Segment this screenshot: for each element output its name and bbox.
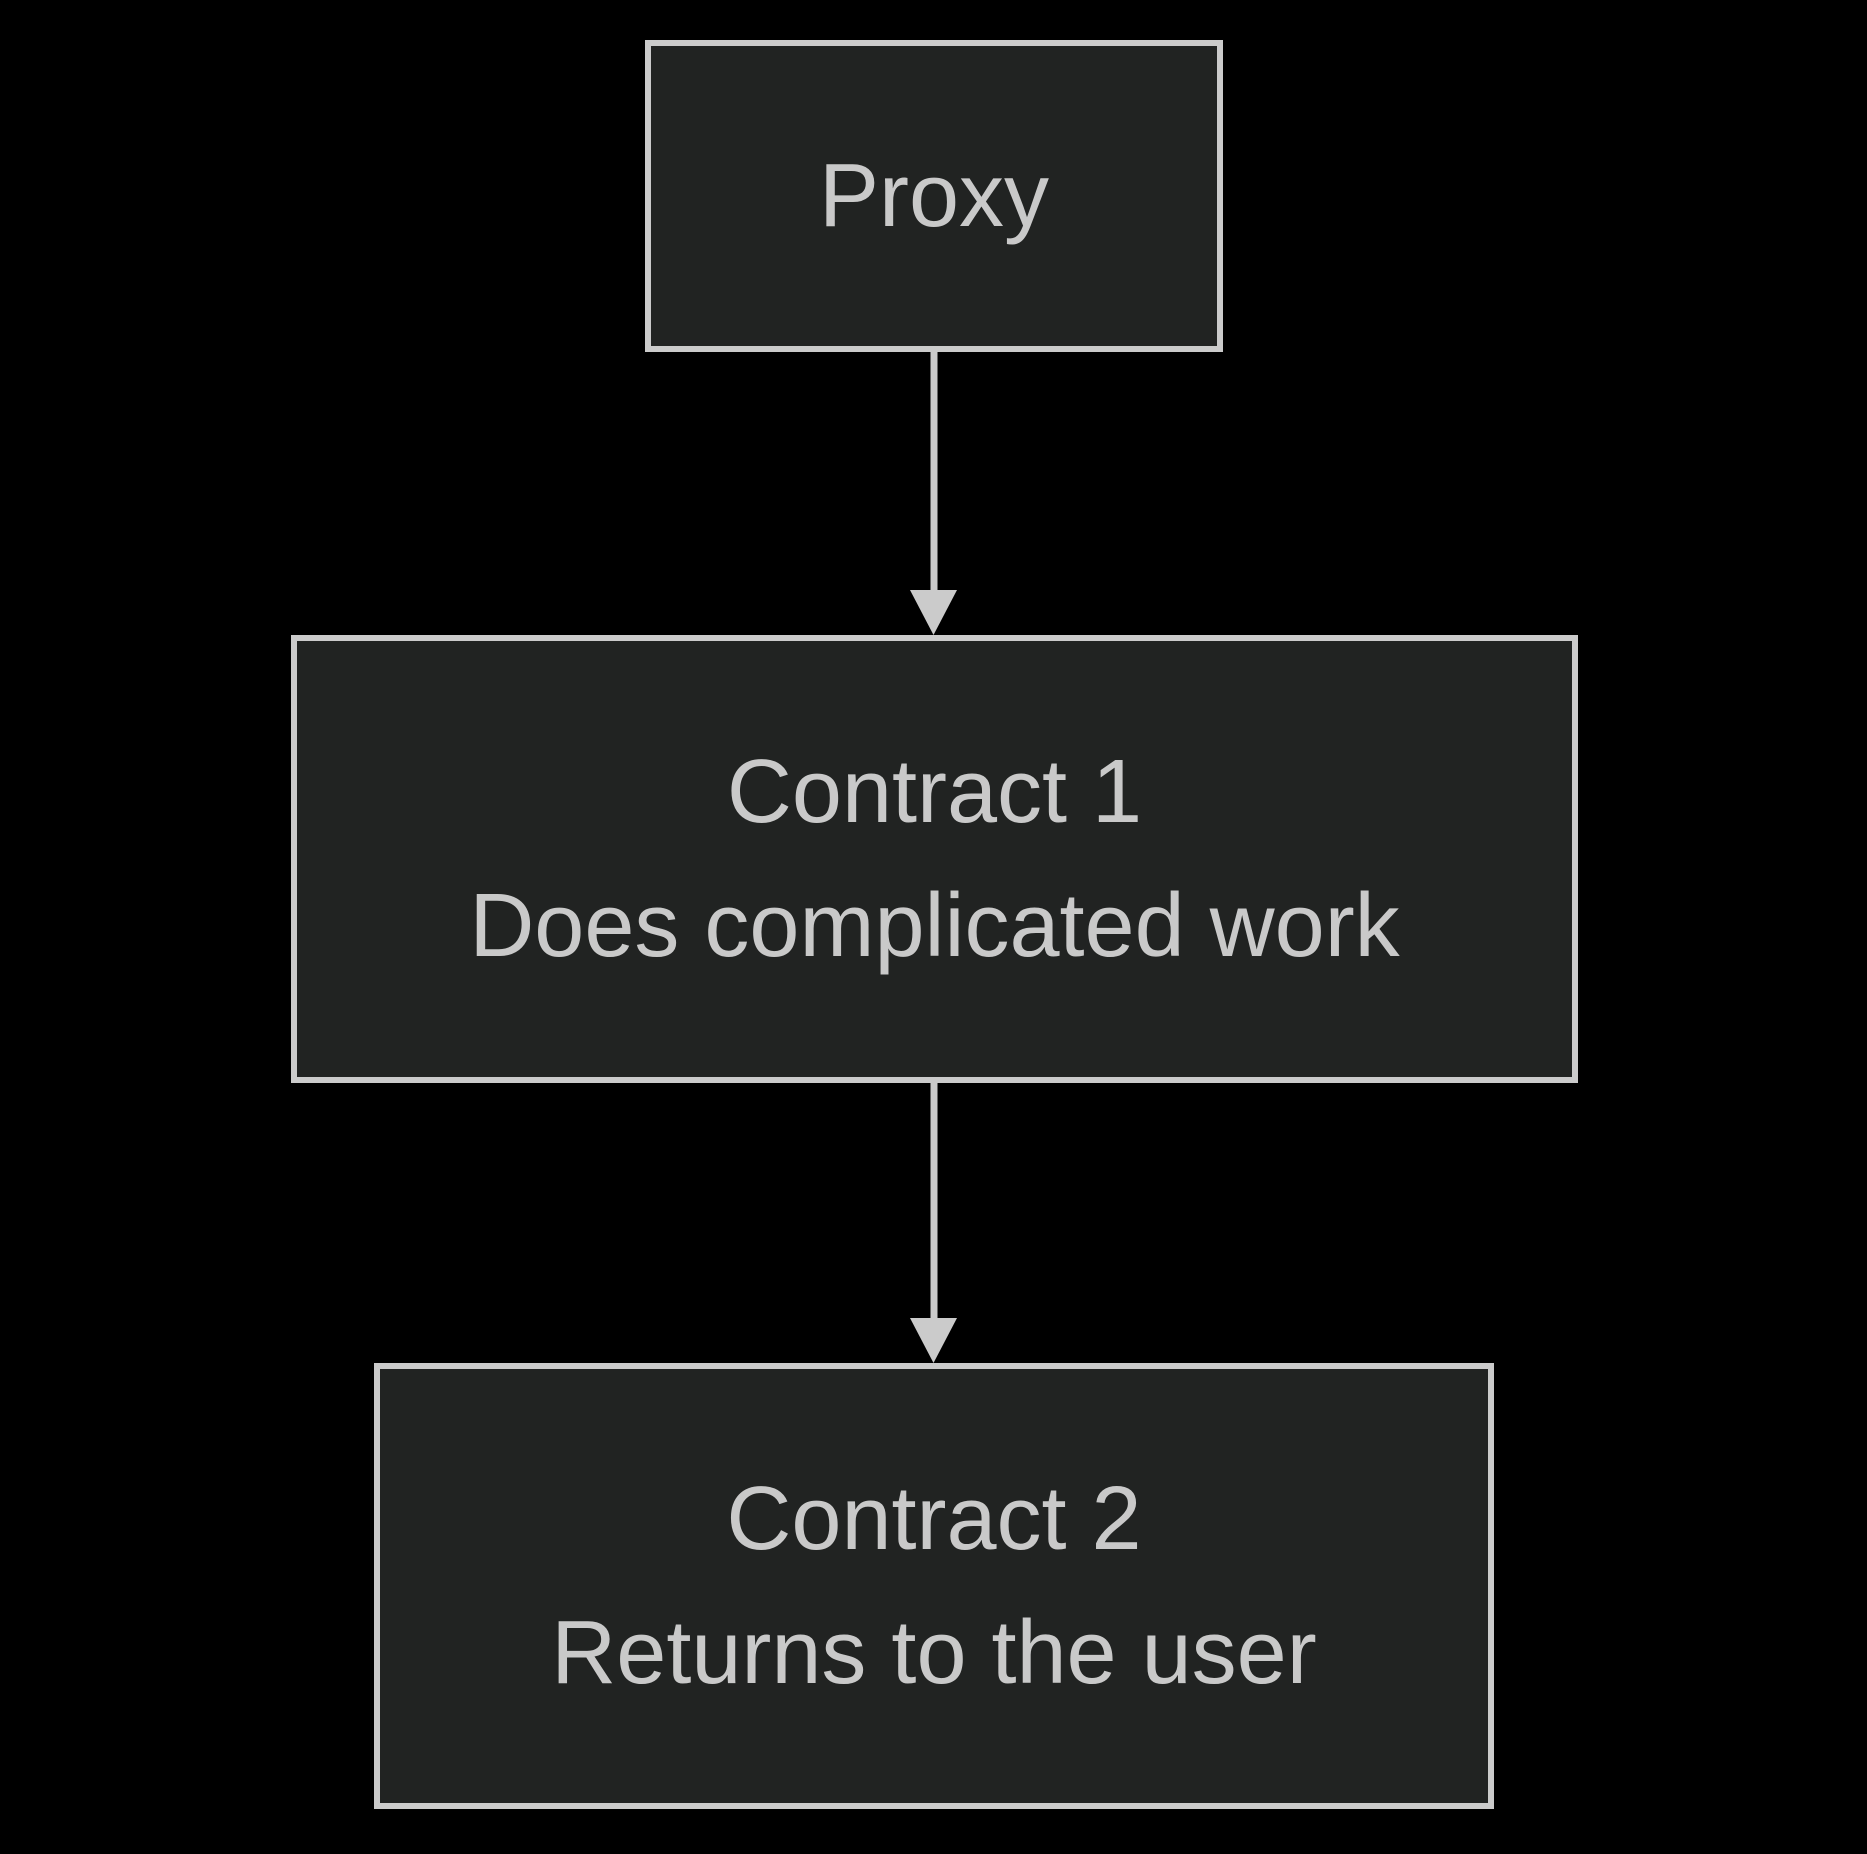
- arrowhead-icon: [910, 590, 957, 635]
- node-title: Contract 2: [726, 1469, 1142, 1569]
- arrowhead-icon: [910, 1318, 957, 1363]
- node-title: Contract 1: [726, 742, 1143, 842]
- node-contract2: Contract 2 Returns to the user: [374, 1363, 1494, 1809]
- node-title: Proxy: [818, 146, 1050, 246]
- edge-proxy-to-contract1: [910, 352, 957, 635]
- node-subtitle: Returns to the user: [551, 1603, 1317, 1703]
- node-proxy: Proxy: [645, 40, 1223, 352]
- node-subtitle: Does complicated work: [469, 876, 1400, 976]
- node-contract1: Contract 1 Does complicated work: [291, 635, 1578, 1083]
- edge-contract1-to-contract2: [910, 1083, 957, 1363]
